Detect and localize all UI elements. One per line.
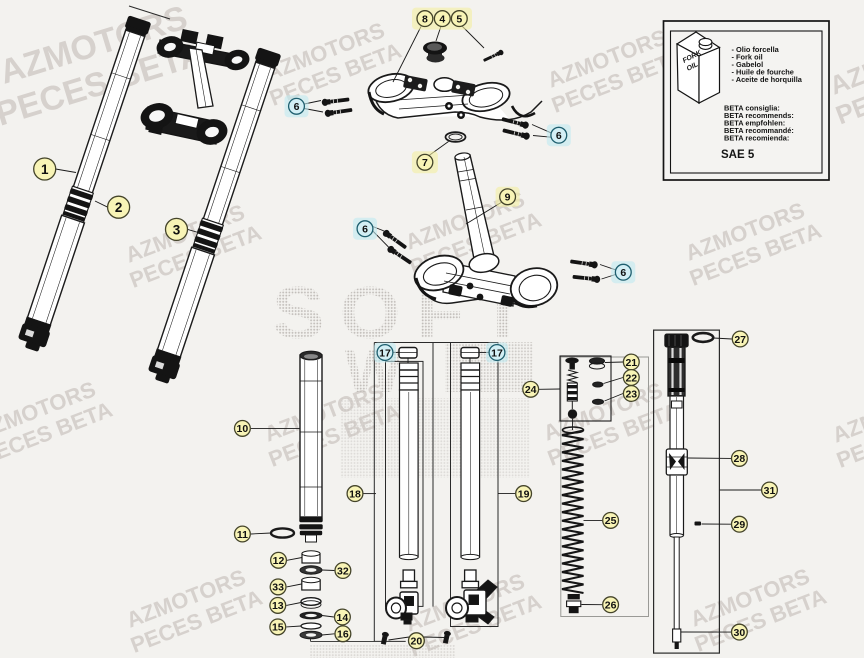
svg-text:19: 19 — [518, 488, 530, 500]
svg-text:4: 4 — [439, 13, 445, 25]
svg-text:SAE 5: SAE 5 — [721, 149, 755, 161]
svg-text:5: 5 — [456, 13, 462, 25]
svg-text:OIL: OIL — [686, 61, 700, 73]
svg-text:15: 15 — [272, 622, 284, 634]
svg-text:26: 26 — [605, 599, 617, 611]
svg-text:3: 3 — [173, 222, 181, 237]
svg-text:BETA recomienda:: BETA recomienda: — [724, 134, 789, 143]
svg-text:BETA recommends:: BETA recommends: — [724, 111, 794, 120]
svg-text:8: 8 — [422, 13, 428, 25]
svg-text:13: 13 — [272, 600, 284, 612]
svg-text:6: 6 — [362, 223, 368, 235]
svg-text:18: 18 — [349, 488, 361, 500]
svg-text:BETA consiglia:: BETA consiglia: — [724, 104, 780, 113]
svg-text:1: 1 — [41, 162, 49, 177]
svg-text:11: 11 — [237, 529, 248, 541]
svg-text:12: 12 — [273, 555, 285, 567]
svg-text:2: 2 — [115, 200, 123, 215]
svg-text:14: 14 — [337, 612, 349, 624]
svg-text:10: 10 — [237, 423, 249, 435]
svg-text:30: 30 — [734, 627, 746, 639]
svg-text:27: 27 — [734, 334, 746, 346]
svg-text:32: 32 — [337, 565, 349, 577]
svg-text:- Olio forcella: - Olio forcella — [732, 45, 780, 54]
svg-text:22: 22 — [625, 372, 637, 384]
svg-text:6: 6 — [294, 101, 300, 113]
svg-text:- Huile de fourche: - Huile de fourche — [732, 68, 794, 77]
svg-text:6: 6 — [556, 130, 562, 142]
svg-text:9: 9 — [505, 192, 511, 204]
svg-text:BETA recommandé:: BETA recommandé: — [724, 126, 794, 135]
svg-text:17: 17 — [379, 347, 391, 359]
svg-text:33: 33 — [272, 582, 284, 594]
svg-text:20: 20 — [411, 635, 423, 647]
svg-text:24: 24 — [525, 384, 537, 396]
svg-text:BETA empfohlen:: BETA empfohlen: — [724, 119, 785, 128]
svg-text:16: 16 — [337, 629, 349, 641]
svg-text:23: 23 — [625, 388, 637, 400]
svg-text:7: 7 — [422, 157, 428, 169]
svg-text:25: 25 — [605, 515, 617, 527]
svg-text:28: 28 — [734, 453, 746, 465]
svg-text:- Aceite de horquilla: - Aceite de horquilla — [732, 75, 803, 84]
svg-text:21: 21 — [625, 357, 637, 369]
svg-text:6: 6 — [620, 267, 626, 279]
svg-text:31: 31 — [764, 485, 776, 497]
svg-text:17: 17 — [491, 347, 503, 359]
svg-text:29: 29 — [734, 519, 746, 531]
svg-text:- Fork oil: - Fork oil — [732, 53, 763, 62]
svg-text:- Gabelol: - Gabelol — [732, 60, 764, 69]
